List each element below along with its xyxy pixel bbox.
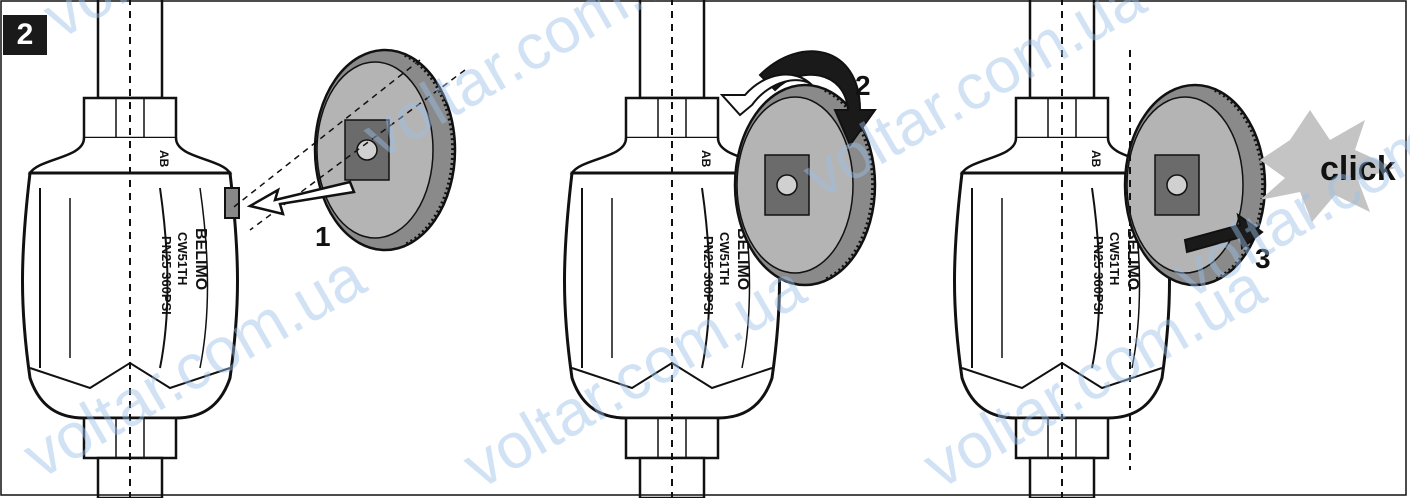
valve-rating-2: PN25 360PSI	[701, 236, 716, 315]
valve-port-1: AB	[157, 150, 171, 168]
valve-model-2: CW51TH	[717, 232, 732, 285]
click-label: click	[1320, 150, 1396, 188]
panel-1-valve: BELIMO CW51TH PN25 360PSI AB	[21, 0, 240, 498]
valve-rating-3: PN25 360PSI	[1091, 236, 1106, 315]
valve-port-2: AB	[699, 150, 713, 168]
step-number-badge: 2	[3, 15, 47, 55]
valve-port-3: AB	[1089, 150, 1103, 168]
valve-rating-1: PN25 360PSI	[159, 236, 174, 315]
panel-2-valve: BELIMO CW51TH PN25 360PSI AB	[563, 0, 781, 498]
step-2-label: 2	[855, 70, 871, 101]
svg-text:voltar.com.ua: voltar.com.ua	[31, 0, 397, 52]
click-burst-icon	[1260, 110, 1395, 222]
panel-1-actuator	[229, 48, 466, 252]
panel-2-actuator	[719, 50, 877, 287]
step-1-label: 1	[315, 221, 331, 252]
valve-model-1: CW51TH	[175, 232, 190, 285]
valve-model-3: CW51TH	[1107, 232, 1122, 285]
panel-3-actuator	[1123, 50, 1395, 470]
valve-brand-1: BELIMO	[192, 228, 209, 290]
step-3-label: 3	[1255, 243, 1271, 274]
